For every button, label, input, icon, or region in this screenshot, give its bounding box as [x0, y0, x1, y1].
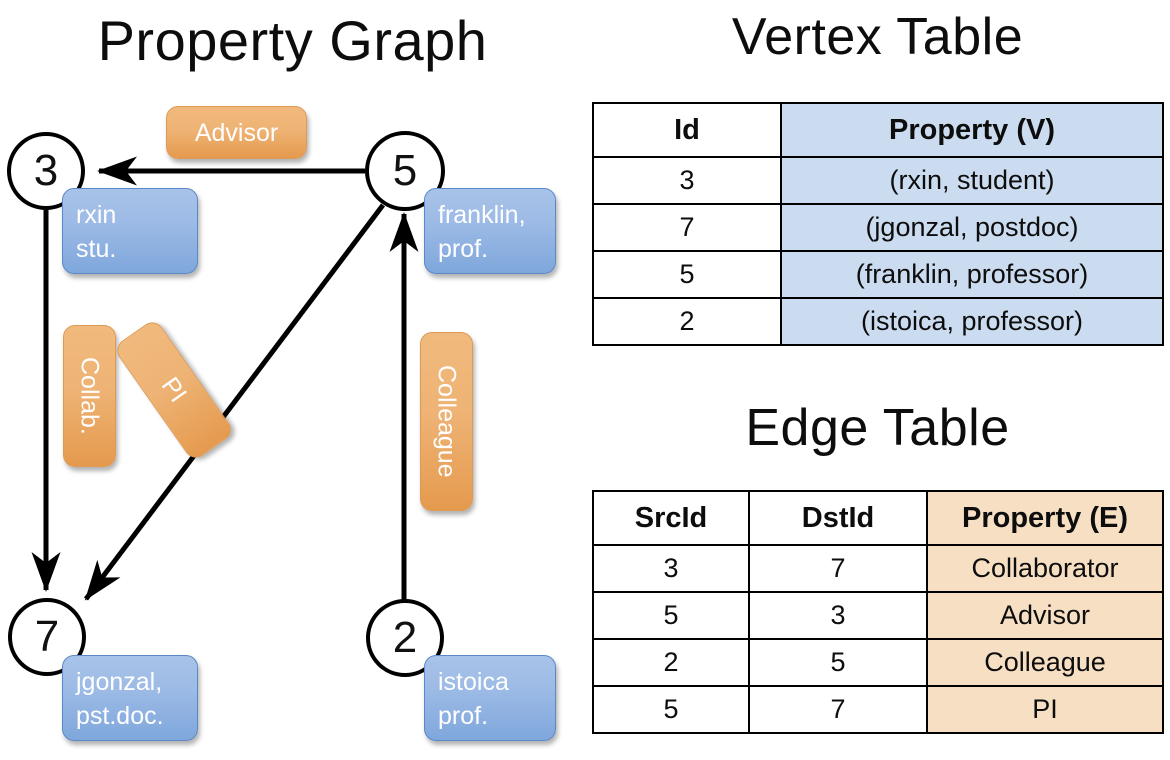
edge-cell-src: 5	[592, 591, 750, 640]
graph-node-3-label: 3	[33, 146, 59, 195]
edge-cell-dst: 7	[748, 685, 928, 734]
edge-cell-dst: 5	[748, 638, 928, 687]
colleague-label-text: Colleague	[432, 365, 461, 478]
vertex-table-header-property: Property (V)	[780, 102, 1164, 158]
graph-node-2-label: 2	[392, 613, 418, 662]
istoica-property-line-2: prof.	[438, 702, 489, 730]
advisor-label-text: Advisor	[194, 118, 279, 147]
edge-line-5-to-7	[84, 203, 385, 601]
edge-cell-src: 5	[592, 685, 750, 734]
edge-cell-dst: 7	[748, 544, 928, 593]
jgonzal-property-box[interactable]: jgonzal, pst.doc.	[62, 655, 198, 741]
graph-node-5[interactable]: 5	[365, 131, 445, 211]
edge-table: SrcId DstId Property (E) 3 7 Collaborato…	[592, 490, 1164, 734]
franklin-property-box[interactable]: franklin, prof.	[424, 188, 556, 274]
vertex-table: Id Property (V) 3 (rxin, student) 7 (jgo…	[592, 102, 1164, 346]
edge-cell-src: 3	[592, 544, 750, 593]
edge-cell-dst: 3	[748, 591, 928, 640]
vertex-cell-property: (rxin, student)	[780, 156, 1164, 205]
vertex-cell-id: 3	[592, 156, 782, 205]
edge-table-header-property: Property (E)	[926, 490, 1164, 546]
graph-node-5-label: 5	[392, 146, 418, 195]
collab-label-box[interactable]: Collab.	[63, 325, 116, 467]
edge-table-header-srcid: SrcId	[592, 490, 750, 546]
table-row: 3 (rxin, student)	[592, 156, 1164, 205]
vertex-cell-property: (franklin, professor)	[780, 250, 1164, 299]
vertex-cell-property: (istoica, professor)	[780, 297, 1164, 346]
pi-label-text: PI	[155, 372, 193, 408]
rxin-property-line-2: stu.	[76, 235, 117, 263]
edge-cell-property: PI	[926, 685, 1164, 734]
jgonzal-property-line-1: jgonzal,	[76, 668, 163, 696]
table-row: 5 7 PI	[592, 685, 1164, 734]
rxin-property-box[interactable]: rxin stu.	[62, 188, 198, 274]
edge-cell-property: Advisor	[926, 591, 1164, 640]
istoica-property-line-1: istoica	[438, 668, 509, 696]
franklin-property-line-1: franklin,	[438, 201, 526, 229]
table-row: 5 (franklin, professor)	[592, 250, 1164, 299]
edge-table-header-row: SrcId DstId Property (E)	[592, 490, 1164, 546]
edge-cell-property: Collaborator	[926, 544, 1164, 593]
edge-cell-src: 2	[592, 638, 750, 687]
graph-edges-layer	[31, 156, 419, 601]
istoica-property-box[interactable]: istoica prof.	[424, 655, 556, 741]
collab-label-text: Collab.	[75, 357, 104, 435]
rxin-property-line-1: rxin	[76, 201, 117, 229]
page-title-edge-table: Edge Table	[745, 399, 1010, 457]
vertex-cell-id: 5	[592, 250, 782, 299]
jgonzal-property-line-2: pst.doc.	[76, 702, 164, 730]
table-row: 5 3 Advisor	[592, 591, 1164, 640]
property-graph-diagram: 3 5 7 2 rxin stu. franklin, prof. jgonza…	[7, 106, 556, 741]
page-title-property-graph: Property Graph	[97, 9, 488, 72]
edge-table-header-dstid: DstId	[748, 490, 928, 546]
table-row: 7 (jgonzal, postdoc)	[592, 203, 1164, 252]
vertex-table-header-row: Id Property (V)	[592, 102, 1164, 158]
table-row: 2 (istoica, professor)	[592, 297, 1164, 346]
page-title-vertex-table: Vertex Table	[731, 8, 1024, 66]
vertex-cell-id: 7	[592, 203, 782, 252]
advisor-label-box[interactable]: Advisor	[166, 106, 307, 159]
table-row: 2 5 Colleague	[592, 638, 1164, 687]
colleague-label-box[interactable]: Colleague	[420, 332, 473, 511]
graph-node-2[interactable]: 2	[366, 599, 444, 677]
edge-cell-property: Colleague	[926, 638, 1164, 687]
graph-node-7-label: 7	[34, 612, 60, 661]
vertex-table-header-id: Id	[592, 102, 782, 158]
vertex-cell-property: (jgonzal, postdoc)	[780, 203, 1164, 252]
vertex-cell-id: 2	[592, 297, 782, 346]
franklin-property-line-2: prof.	[438, 235, 489, 263]
table-row: 3 7 Collaborator	[592, 544, 1164, 593]
